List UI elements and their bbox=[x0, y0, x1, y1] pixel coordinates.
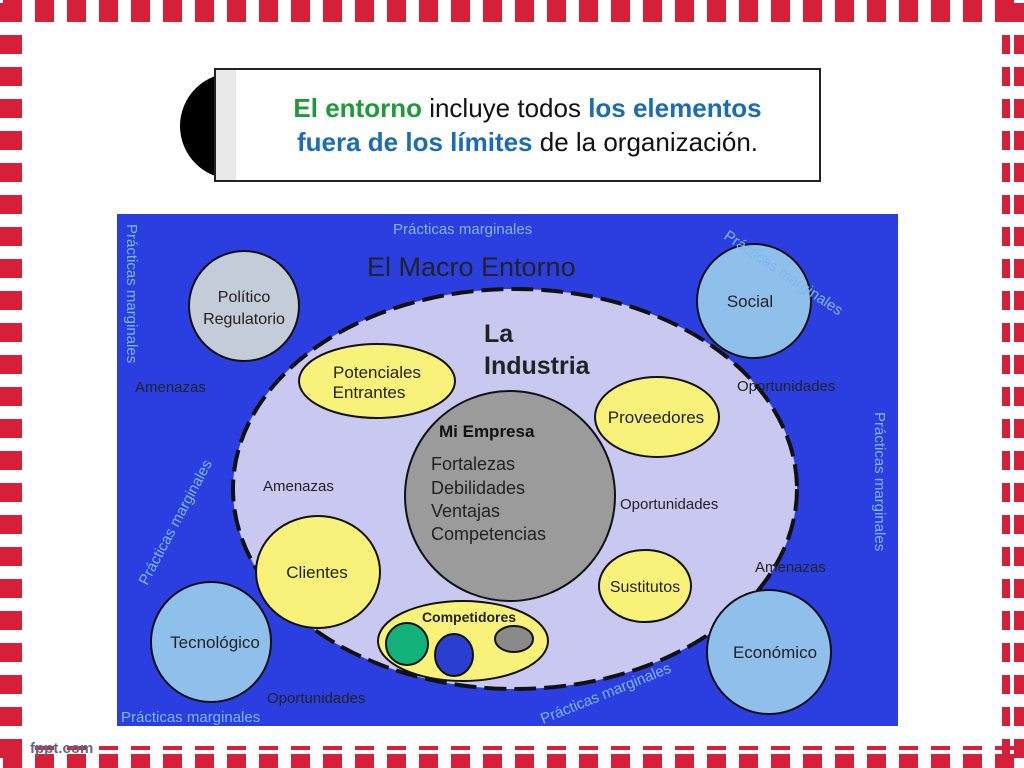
title-box: El entorno incluye todos los elementos f… bbox=[214, 68, 821, 182]
regulatorio-label: Regulatorio bbox=[203, 311, 285, 328]
title-text: incluye todos bbox=[421, 93, 589, 123]
footer-brand: fppt.com bbox=[30, 740, 94, 757]
social-circle bbox=[696, 243, 812, 359]
economico-label: Económico bbox=[733, 643, 817, 662]
clientes-ellipse bbox=[255, 515, 381, 629]
politico-circle bbox=[188, 250, 300, 362]
practicas-label-top: Prácticas marginales bbox=[393, 221, 532, 238]
title-term-entorno: El entorno bbox=[293, 93, 422, 123]
competitor-blue-circle bbox=[434, 633, 474, 677]
proveedores-label: Proveedores bbox=[608, 408, 704, 427]
economico-circle bbox=[706, 589, 832, 715]
company-item: Ventajas bbox=[431, 501, 500, 521]
tecnologico-circle bbox=[150, 581, 272, 703]
amenazas-outer-label-right: Amenazas bbox=[755, 559, 826, 576]
company-item: Debilidades bbox=[431, 478, 525, 498]
company-title: Mi Empresa bbox=[439, 422, 535, 441]
politico-label: Político bbox=[218, 289, 271, 306]
potenciales-label: Potenciales bbox=[333, 363, 421, 382]
industry-title-line-1: La bbox=[484, 320, 514, 348]
industry-title-line-2: Industria bbox=[484, 352, 591, 380]
macro-environment-diagram: El Macro Entorno La Industria Mi Empresa… bbox=[117, 214, 898, 726]
entrantes-label: Entrantes bbox=[333, 383, 406, 402]
competitor-green-circle bbox=[385, 622, 429, 666]
amenazas-outer-label-left: Amenazas bbox=[135, 379, 206, 396]
company-circle bbox=[404, 390, 616, 602]
competidores-label: Competidores bbox=[422, 609, 516, 625]
potenciales-ellipse bbox=[298, 343, 456, 419]
oportunidades-inner-label: Oportunidades bbox=[620, 496, 718, 513]
company-item: Competencias bbox=[431, 524, 546, 544]
macro-title: El Macro Entorno bbox=[367, 252, 576, 282]
company-item: Fortalezas bbox=[431, 454, 515, 474]
sustitutos-label: Sustitutos bbox=[610, 579, 680, 596]
oportunidades-outer-label-bottom: Oportunidades bbox=[267, 690, 365, 707]
title-line-1: El entorno incluye todos los elementos bbox=[293, 91, 761, 125]
title-term-limites: fuera de los límites bbox=[296, 127, 533, 157]
practicas-label-bottom-left: Prácticas marginales bbox=[121, 709, 260, 726]
title-term-elementos: los elementos bbox=[588, 93, 762, 123]
practicas-label-right-vertical: Prácticas marginales bbox=[871, 412, 888, 551]
oportunidades-outer-label-right: Oportunidades bbox=[737, 378, 835, 395]
title-text-end: de la organización. bbox=[532, 127, 758, 157]
practicas-label-left-vertical: Prácticas marginales bbox=[123, 224, 140, 363]
tecnologico-label: Tecnológico bbox=[170, 633, 260, 652]
clientes-label: Clientes bbox=[286, 563, 347, 582]
competitor-gray-circle bbox=[494, 625, 534, 653]
social-label: Social bbox=[727, 292, 773, 311]
amenazas-inner-label: Amenazas bbox=[263, 478, 334, 495]
title-line-2: fuera de los límites de la organización. bbox=[297, 125, 758, 159]
sustitutos-ellipse bbox=[598, 549, 692, 623]
proveedores-ellipse bbox=[594, 376, 720, 458]
